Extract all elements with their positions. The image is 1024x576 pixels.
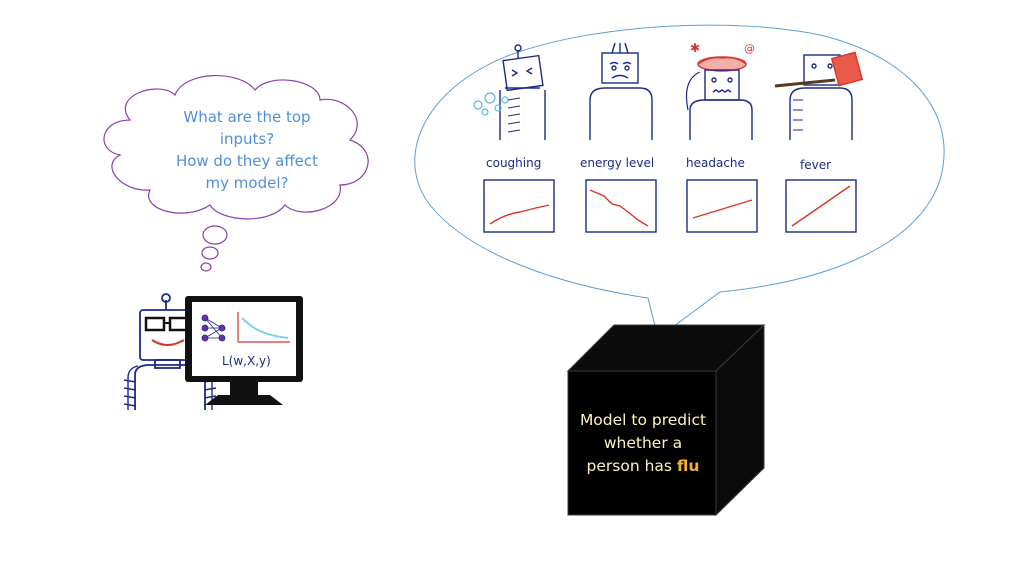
black-box-model (566, 323, 766, 517)
computer-monitor: L(w,X,y) (185, 296, 303, 405)
box-line: whether a (603, 434, 683, 452)
trend-plot-coughing (483, 179, 555, 233)
thought-line: How do they affect (175, 152, 319, 170)
robot-headache: ✱ @ (685, 41, 755, 140)
robot-tired (589, 42, 653, 140)
box-line-3: person has flu (570, 455, 716, 478)
glasses-icon (144, 316, 166, 332)
box-line: Model to predict (579, 411, 707, 429)
loss-curve-icon (237, 312, 290, 343)
trend-plot-fever (785, 179, 857, 233)
black-box-label: Model to predict whether a person has fl… (570, 409, 716, 478)
thought-line: my model? (205, 174, 289, 192)
thought-line: What are the top (183, 108, 311, 126)
speech-bubble (414, 24, 945, 339)
thought-line: inputs? (219, 130, 275, 148)
flu-highlight: flu (676, 457, 700, 475)
robot-fever (774, 51, 864, 140)
thought-cloud (103, 74, 369, 272)
trend-plot-energy-level (585, 179, 657, 233)
loss-formula: L(w,X,y) (222, 354, 271, 368)
thought-question: What are the top inputs? How do they aff… (142, 106, 352, 194)
robot-coughing (473, 44, 546, 140)
feature-label-energy-level: energy level (580, 156, 654, 170)
neural-network-icon (201, 314, 226, 342)
box-line-prefix: person has (586, 457, 677, 475)
trend-plot-headache (686, 179, 758, 233)
feature-label-coughing: coughing (486, 156, 541, 170)
feature-label-fever: fever (800, 158, 831, 172)
svg-text:@: @ (744, 42, 755, 55)
feature-label-headache: headache (686, 156, 745, 170)
svg-text:✱: ✱ (690, 41, 700, 55)
